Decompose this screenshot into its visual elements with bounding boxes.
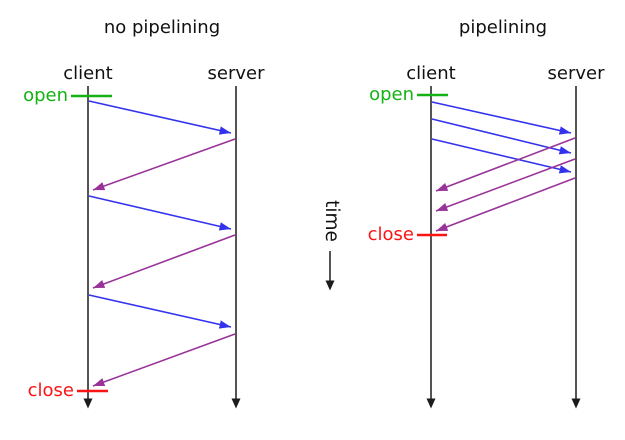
panel-title: pipelining (459, 17, 547, 38)
request-arrow (88, 294, 232, 329)
request-arrow (88, 195, 232, 231)
panel-graphics (71, 86, 241, 409)
panel-title: no pipelining (104, 17, 220, 38)
client-label: client (63, 63, 112, 84)
response-arrow (435, 158, 576, 212)
close-label: close (368, 224, 414, 245)
time-axis-label: time (321, 200, 342, 242)
panel-graphics (417, 86, 581, 409)
request-arrow (431, 138, 572, 174)
close-label: close (28, 380, 74, 401)
response-arrow (435, 177, 576, 232)
server-label: server (548, 63, 606, 84)
server-label: server (208, 63, 266, 84)
response-arrow (92, 234, 236, 289)
request-arrow (431, 118, 572, 155)
panel-no-pipelining: no pipelining client server open close (23, 17, 266, 409)
response-arrow (435, 137, 576, 192)
open-label: open (369, 84, 414, 105)
time-axis: time (321, 200, 342, 291)
panel-pipelining: pipelining client server open close (368, 17, 606, 409)
client-label: client (406, 63, 455, 84)
open-label: open (23, 85, 68, 106)
request-arrow (431, 101, 572, 135)
response-arrow (92, 138, 236, 191)
request-arrow (88, 100, 232, 135)
response-arrow (92, 333, 236, 387)
